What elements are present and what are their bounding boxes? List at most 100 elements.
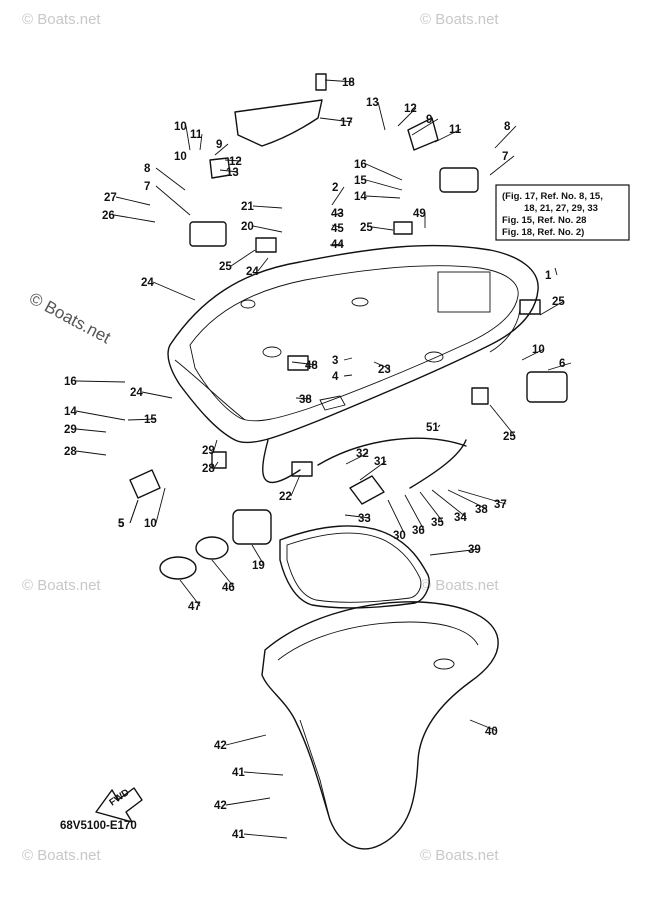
callout-20: 20 bbox=[241, 221, 254, 233]
callout-numbers: 1817131291110871011912138727261615142434… bbox=[64, 77, 565, 841]
callout-18: 18 bbox=[342, 77, 355, 89]
callout-42: 42 bbox=[214, 740, 227, 752]
leader-line-1 bbox=[554, 267, 558, 276]
watermark-top-left: © Boats.net bbox=[22, 11, 101, 28]
callout-16: 16 bbox=[354, 159, 367, 171]
callout-29: 29 bbox=[202, 445, 215, 457]
callout-24: 24 bbox=[246, 266, 259, 278]
leader-line-34 bbox=[431, 489, 467, 518]
leader-line-28 bbox=[213, 461, 219, 469]
callout-15: 15 bbox=[354, 175, 367, 187]
leader-line-32 bbox=[345, 452, 369, 465]
leader-line-45 bbox=[331, 224, 344, 229]
watermark-bottom-right: © Boats.net bbox=[420, 847, 499, 864]
leader-line-25 bbox=[489, 404, 516, 437]
note-line-4: Fig. 18, Ref. No. 2) bbox=[502, 227, 584, 238]
leader-line-22 bbox=[290, 474, 301, 497]
callout-28: 28 bbox=[202, 463, 215, 475]
leader-line-35 bbox=[419, 491, 444, 523]
leader-line-10 bbox=[184, 154, 187, 157]
leader-line-23 bbox=[373, 361, 391, 370]
callout-11: 11 bbox=[449, 124, 462, 136]
callout-5: 5 bbox=[118, 518, 125, 530]
callout-13: 13 bbox=[226, 167, 239, 179]
gasket-39 bbox=[279, 525, 430, 609]
callout-25: 25 bbox=[552, 296, 565, 308]
callout-4: 4 bbox=[332, 371, 339, 383]
leader-line-46 bbox=[211, 559, 235, 588]
leader-line-15 bbox=[127, 418, 157, 421]
leader-line-11 bbox=[434, 128, 462, 143]
leader-line-5 bbox=[129, 499, 139, 524]
callout-28: 28 bbox=[64, 446, 77, 458]
callout-17: 17 bbox=[340, 117, 353, 129]
callout-42: 42 bbox=[214, 800, 227, 812]
leader-line-12 bbox=[224, 159, 242, 162]
callout-7: 7 bbox=[144, 181, 150, 193]
leader-line-13 bbox=[377, 101, 386, 131]
callout-25: 25 bbox=[219, 261, 232, 273]
leader-line-16 bbox=[75, 380, 126, 383]
leader-line-31 bbox=[359, 460, 387, 481]
leader-line-16 bbox=[365, 163, 403, 181]
callout-6: 6 bbox=[559, 358, 565, 370]
leader-line-25 bbox=[230, 249, 256, 267]
callout-41: 41 bbox=[232, 767, 245, 779]
note-line-2: 18, 21, 27, 29, 33 bbox=[524, 203, 598, 214]
leader-line-18 bbox=[324, 79, 355, 83]
callout-12: 12 bbox=[404, 103, 417, 115]
watermark-mid-left: © Boats.net bbox=[22, 577, 101, 594]
callout-10: 10 bbox=[174, 151, 187, 163]
small-parts bbox=[129, 73, 568, 580]
leader-line-10 bbox=[521, 348, 545, 361]
leader-line-36 bbox=[404, 494, 425, 531]
callout-11: 11 bbox=[190, 129, 203, 141]
leader-line-17 bbox=[319, 117, 353, 123]
leader-line-7 bbox=[155, 185, 191, 216]
leader-line-14 bbox=[75, 410, 126, 421]
leader-line-4 bbox=[343, 374, 353, 377]
leader-line-13 bbox=[219, 169, 239, 173]
leader-line-25 bbox=[371, 226, 394, 231]
leader-line-10 bbox=[155, 487, 166, 524]
leader-line-41 bbox=[243, 771, 284, 776]
leader-line-27 bbox=[115, 196, 151, 206]
leader-line-30 bbox=[387, 499, 406, 536]
note-line-1: (Fig. 17, Ref. No. 8, 15, bbox=[502, 191, 603, 202]
leader-line-47 bbox=[179, 579, 201, 607]
leader-line-6 bbox=[547, 362, 572, 371]
leader-line-10 bbox=[185, 125, 191, 151]
callout-47: 47 bbox=[188, 601, 201, 613]
leader-line-29 bbox=[213, 439, 218, 451]
callout-43: 43 bbox=[331, 208, 344, 220]
callout-1: 1 bbox=[545, 270, 552, 282]
callout-44: 44 bbox=[331, 239, 344, 251]
leader-line-8 bbox=[494, 125, 517, 149]
leader-line-40 bbox=[469, 719, 498, 732]
leader-line-15 bbox=[365, 179, 403, 191]
callout-27: 27 bbox=[104, 192, 117, 204]
watermark-top-right: © Boats.net bbox=[420, 11, 499, 28]
leader-line-12 bbox=[397, 107, 417, 127]
watermark-side: © Boats.net bbox=[26, 289, 114, 348]
leader-line-44 bbox=[329, 243, 344, 246]
callout-45: 45 bbox=[331, 223, 344, 235]
callout-5: 5 bbox=[118, 518, 125, 530]
callout-34: 34 bbox=[454, 512, 467, 524]
leader-line-24 bbox=[141, 391, 173, 399]
seal-17 bbox=[234, 99, 323, 147]
leader-line-26 bbox=[113, 214, 156, 223]
callout-31: 31 bbox=[374, 456, 387, 468]
callout-24: 24 bbox=[141, 277, 154, 289]
callout-38: 38 bbox=[475, 504, 488, 516]
callout-13: 13 bbox=[366, 97, 379, 109]
callout-21: 21 bbox=[241, 201, 254, 213]
callout-19: 19 bbox=[252, 560, 265, 572]
leader-line-11 bbox=[199, 133, 203, 151]
leader-line-9 bbox=[411, 118, 439, 136]
callout-14: 14 bbox=[64, 406, 77, 418]
callout-36: 36 bbox=[412, 525, 425, 537]
callout-8: 8 bbox=[144, 163, 151, 175]
callout-32: 32 bbox=[356, 448, 369, 460]
callout-49: 49 bbox=[413, 208, 426, 220]
